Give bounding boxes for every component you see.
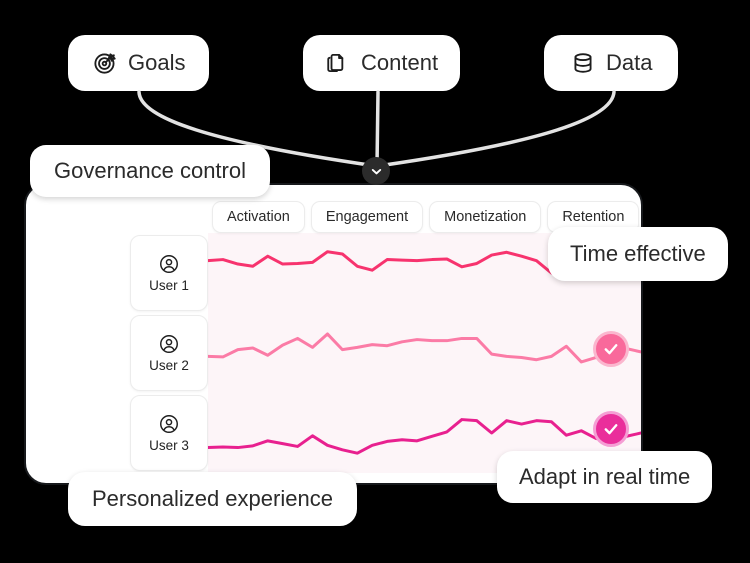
callout-adapt-label: Adapt in real time [519,464,691,489]
status-badge-user2[interactable] [593,331,629,367]
row-user-name: User 2 [149,358,189,374]
database-icon [570,50,596,76]
copy-documents-icon [325,50,351,76]
sparkline-path [208,334,641,362]
callout-time-label: Time effective [570,241,706,266]
tab-engagement[interactable]: Engagement [310,201,424,233]
user-rows: User 1 User 2 [26,233,641,473]
user-circle-icon [158,413,180,435]
pill-content[interactable]: Content [303,35,461,91]
row-label-user3[interactable]: User 3 [130,395,208,471]
row-label-user1[interactable]: User 1 [130,235,208,311]
pill-content-label: Content [361,50,439,75]
chevron-down-icon [371,168,381,174]
callout-personalized-experience[interactable]: Personalized experience [68,472,357,526]
check-circle-icon [604,424,618,435]
callout-adapt-real-time[interactable]: Adapt in real time [497,451,713,503]
row-user-name: User 3 [149,438,189,454]
tab-activation[interactable]: Activation [212,201,305,233]
pill-goals-label: Goals [128,50,186,75]
callout-governance-control[interactable]: Governance control [30,145,270,197]
sparkline-path [208,420,641,454]
callout-time-effective[interactable]: Time effective [548,227,728,281]
row-label-user2[interactable]: User 2 [130,315,208,391]
tab-monetization[interactable]: Monetization [429,201,542,233]
table-row: User 2 [26,313,641,393]
tab-strip: Activation Engagement Monetization Reten… [212,201,640,233]
connector-content-to-hub [375,90,380,168]
dashboard-card: Activation Engagement Monetization Reten… [24,183,643,485]
target-icon [92,50,118,76]
pill-data[interactable]: Data [544,35,679,91]
connector-data-to-hub [376,90,616,168]
table-row: User 3 [26,393,641,473]
sparkline-user2 [208,313,641,393]
row-user-name: User 1 [149,278,189,294]
user-circle-icon [158,253,180,275]
callout-personalized-label: Personalized experience [92,486,333,511]
status-badge-user3[interactable] [593,411,629,447]
pill-data-label: Data [606,50,653,75]
user-circle-icon [158,333,180,355]
check-circle-icon [604,344,618,355]
pill-goals[interactable]: Goals [68,35,210,91]
callout-governance-label: Governance control [54,158,246,183]
chevron-down-badge[interactable] [362,157,390,185]
